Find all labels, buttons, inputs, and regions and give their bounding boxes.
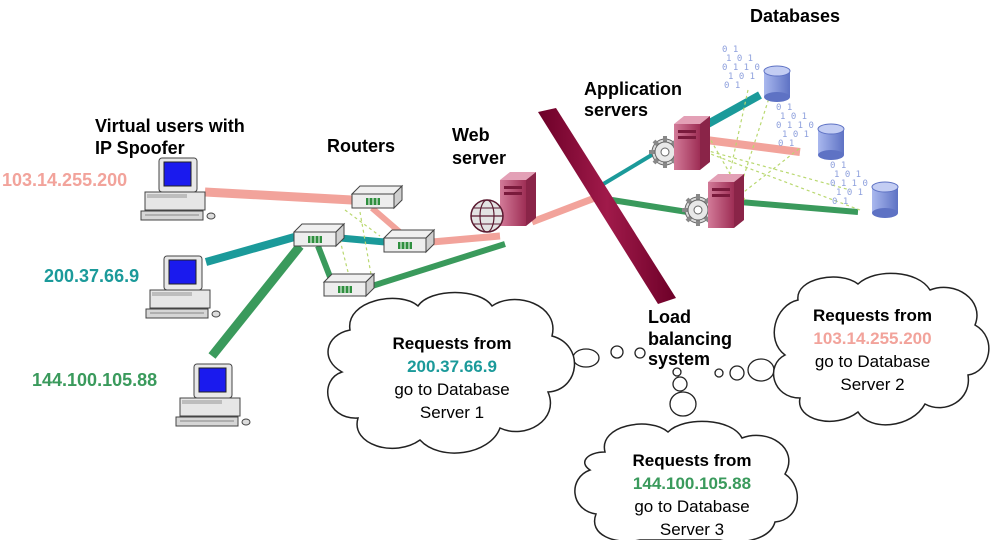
virtual-users-label-line1: Virtual users with [95,116,245,136]
cloud-line: go to Database [634,497,750,516]
server-tower-icon [674,116,710,170]
link-router-mid-b [339,234,386,246]
databases-label: Databases [750,6,841,26]
link-router-b-web [431,232,501,246]
load-balancer-barrier [538,108,676,304]
server-tower-icon [500,172,536,226]
router-icon [323,273,375,297]
database-cylinder-icon [871,181,899,219]
cloud-shape-2 [772,272,990,426]
router-icon [293,223,345,247]
desktop-computer-icon [140,157,216,221]
load-balancing-label-line3: system [648,349,711,369]
thought-bubbles [572,345,775,417]
web-server [470,172,536,233]
binary-digits-icon [830,161,868,207]
globe-icon [470,199,504,233]
connection-lines [204,89,861,359]
client-ip-3: 144.100.105.88 [32,370,158,390]
cloud-text-3: Requests from 144.100.105.88 go to Datab… [602,449,782,541]
link-balancer-app1 [598,148,662,188]
link-app1-db1 [704,91,762,129]
client-ip-1: 103.14.255.200 [2,170,128,190]
link-pc3-router [208,243,304,359]
load-balancing-label-line1: Load [648,307,691,327]
cloud-ip: 144.100.105.88 [632,474,752,493]
database-cylinder-icon [817,123,845,161]
desktop-computer-icon [175,363,251,427]
cloud-text-1: Requests from 200.37.66.9 go to Database… [362,332,542,424]
load-balancing-label-line2: balancing [648,329,733,349]
web-server-label-line2: server [452,148,507,168]
cloud-line: Server 2 [840,375,905,394]
web-server-label-line1: Web [452,125,490,145]
binary-digits-icon [722,45,760,91]
cloud-shape-1 [327,291,576,454]
router-icon [383,229,435,253]
link-web-balancer [530,192,602,226]
app-servers-label-line2: servers [584,100,649,120]
cloud-line: Server 1 [419,403,485,422]
application-server-1 [647,116,710,170]
cloud-ip: 103.14.255.200 [813,329,932,348]
link-app2-db3 [739,199,859,215]
cloud-ip: 200.37.66.9 [407,357,497,376]
cloud-heading: Requests from [392,334,512,353]
cloud-line: go to Database [394,380,510,399]
binary-digits-icon [776,103,814,149]
app-servers-label-line1: Application [584,79,682,99]
cloud-heading: Requests from [812,306,933,325]
cloud-text-2: Requests from 103.14.255.200 go to Datab… [785,304,960,396]
link-pc1-router [204,187,353,205]
application-server-2 [680,174,744,228]
cloud-shape-3 [574,420,799,540]
link-router-c-web [371,241,506,289]
database-cylinder-icon [763,65,791,103]
cloud-line: go to Database [814,352,931,371]
server-tower-icon [708,174,744,228]
client-ip-2: 200.37.66.9 [44,266,140,286]
routers-label: Routers [327,136,396,156]
virtual-users-label-line2: IP Spoofer [95,138,185,158]
cloud-heading: Requests from [632,451,752,470]
cloud-line: Server 3 [659,520,725,539]
link-pc2-router [204,232,300,266]
router-icon [351,185,403,209]
